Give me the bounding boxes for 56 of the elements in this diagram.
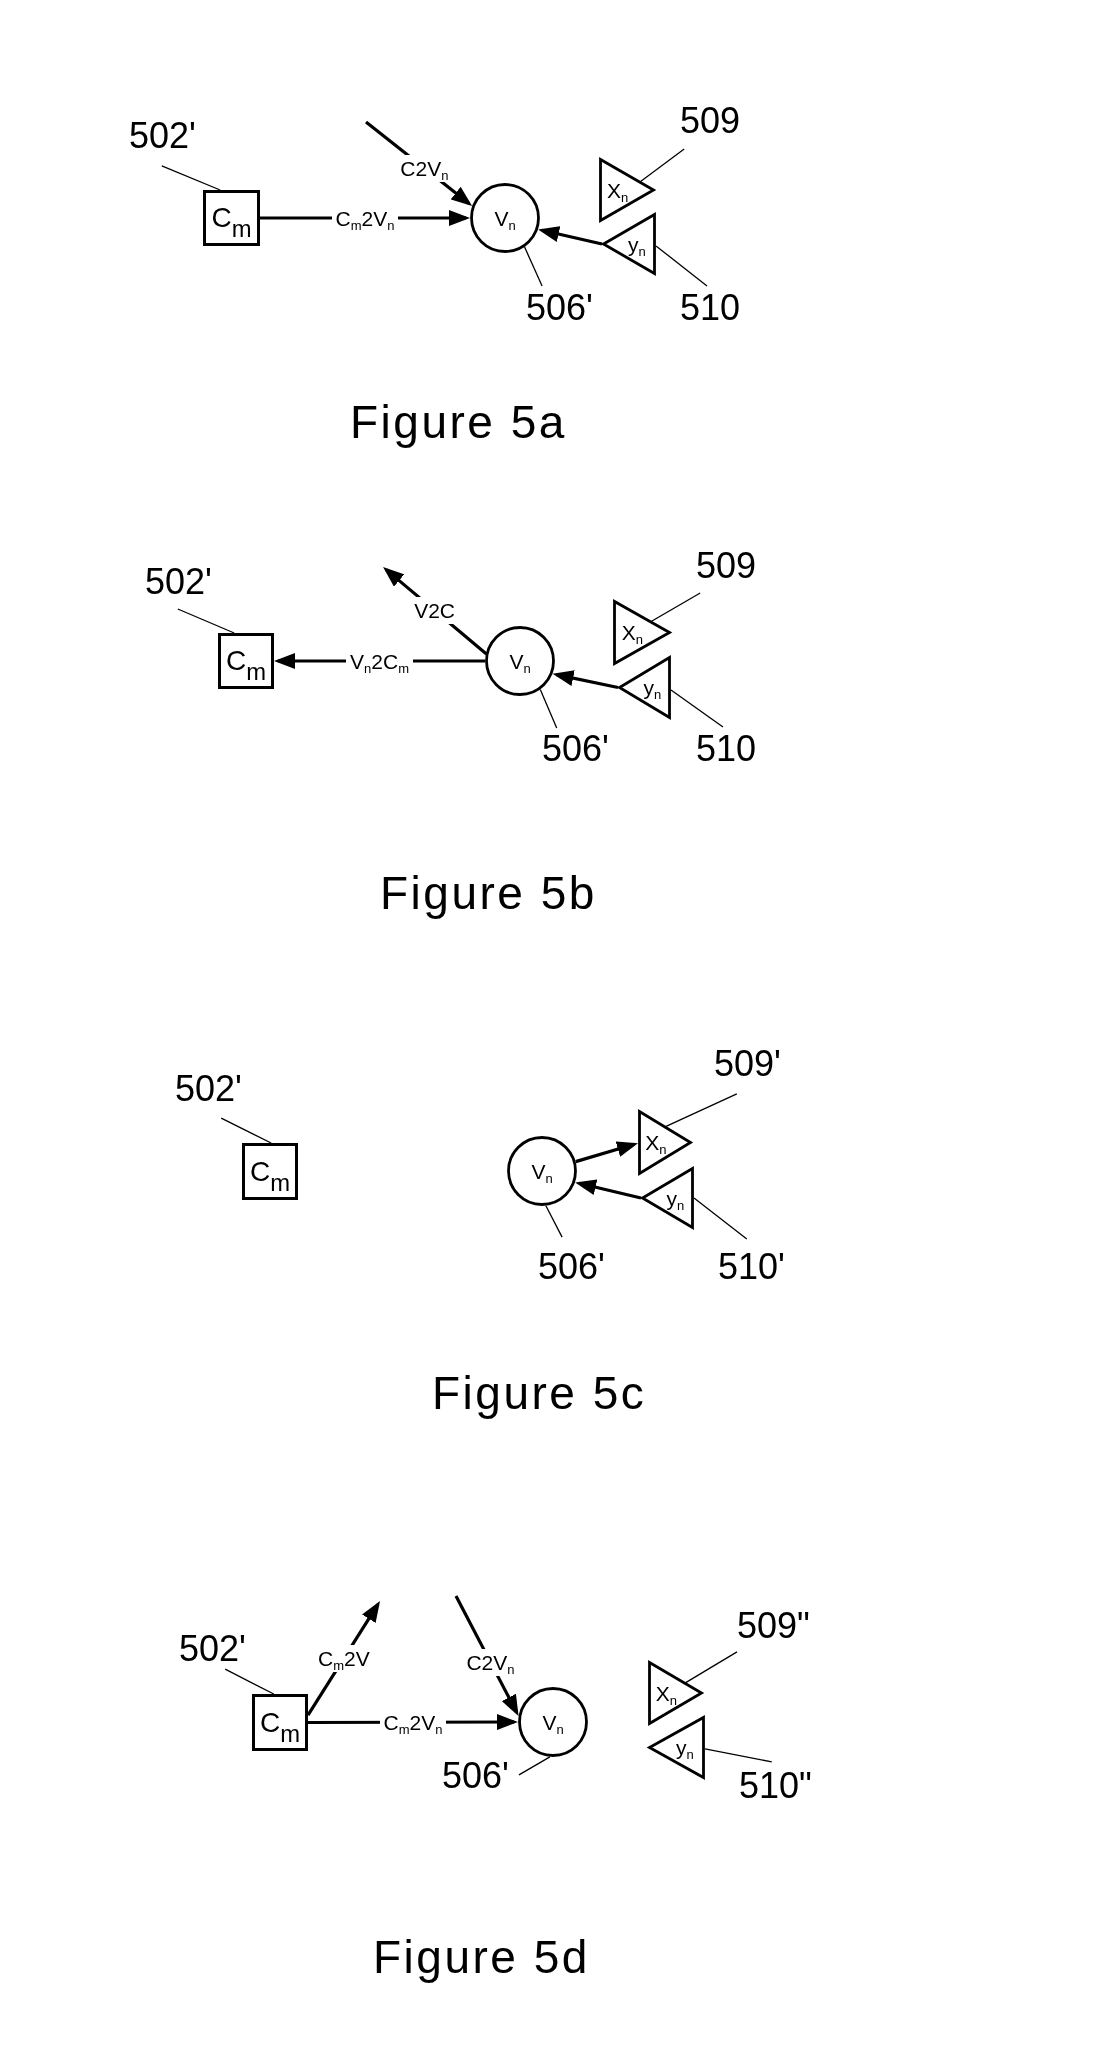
circle-node: V$_{n}$ xyxy=(518,1687,588,1757)
triangle-node: y$_{n}$ xyxy=(641,1167,694,1229)
figure-caption: Figure 5c xyxy=(432,1366,647,1421)
leader-line xyxy=(650,592,701,623)
triangle-node: y$_{n}$ xyxy=(648,1716,705,1779)
leader-line xyxy=(670,689,724,728)
reference-numeral: 509 xyxy=(680,103,741,139)
triangle-node: y$_{n}$ xyxy=(602,213,656,275)
reference-numeral: 506' xyxy=(442,1758,509,1794)
leader-line xyxy=(664,1093,738,1128)
reference-numeral: 510 xyxy=(696,731,757,767)
square-node: C$_{m}$ xyxy=(218,633,274,689)
reference-numeral: 502' xyxy=(179,1631,246,1667)
reference-numeral: 502' xyxy=(129,118,196,154)
figure-caption: Figure 5d xyxy=(373,1930,590,1985)
leader-line xyxy=(639,148,685,183)
reference-numeral: 510 xyxy=(680,290,741,326)
leader-line xyxy=(539,688,558,729)
leader-line xyxy=(224,1668,275,1695)
circle-node: V$_{n}$ xyxy=(507,1136,577,1206)
figure-caption: Figure 5a xyxy=(350,395,567,450)
arrow xyxy=(538,226,603,246)
reference-numeral: 502' xyxy=(175,1071,242,1107)
reference-numeral: 502' xyxy=(145,564,212,600)
triangle-node: X$_{n}$ xyxy=(638,1110,692,1175)
leader-line xyxy=(704,1748,773,1763)
circle-node: V$_{n}$ xyxy=(485,626,555,696)
arrow xyxy=(575,1179,642,1200)
reference-numeral: 506' xyxy=(542,731,609,767)
leader-line xyxy=(545,1205,563,1238)
triangle-node: X$_{n}$ xyxy=(648,1661,703,1725)
arrow xyxy=(552,670,619,690)
leader-line xyxy=(684,1651,738,1684)
arrow xyxy=(575,1141,639,1164)
triangle-node: X$_{n}$ xyxy=(613,600,671,665)
triangle-node: y$_{n}$ xyxy=(618,656,671,719)
leader-line xyxy=(161,165,221,191)
leader-line xyxy=(177,608,235,634)
reference-numeral: 506' xyxy=(526,290,593,326)
reference-numeral: 506' xyxy=(538,1249,605,1285)
triangle-node: X$_{n}$ xyxy=(599,158,655,222)
square-node: C$_{m}$ xyxy=(252,1694,308,1751)
leader-line xyxy=(655,245,708,287)
reference-numeral: 509" xyxy=(737,1608,810,1644)
leader-line xyxy=(220,1117,272,1144)
leader-line xyxy=(523,246,543,287)
leader-line xyxy=(518,1756,551,1776)
square-node: C$_{m}$ xyxy=(203,190,260,246)
square-node: C$_{m}$ xyxy=(242,1143,298,1200)
figure-caption: Figure 5b xyxy=(380,866,597,921)
circle-node: V$_{n}$ xyxy=(470,183,540,253)
leader-line xyxy=(693,1197,748,1240)
reference-numeral: 510' xyxy=(718,1249,785,1285)
reference-numeral: 509' xyxy=(714,1046,781,1082)
reference-numeral: 509 xyxy=(696,548,757,584)
reference-numeral: 510" xyxy=(739,1768,812,1804)
